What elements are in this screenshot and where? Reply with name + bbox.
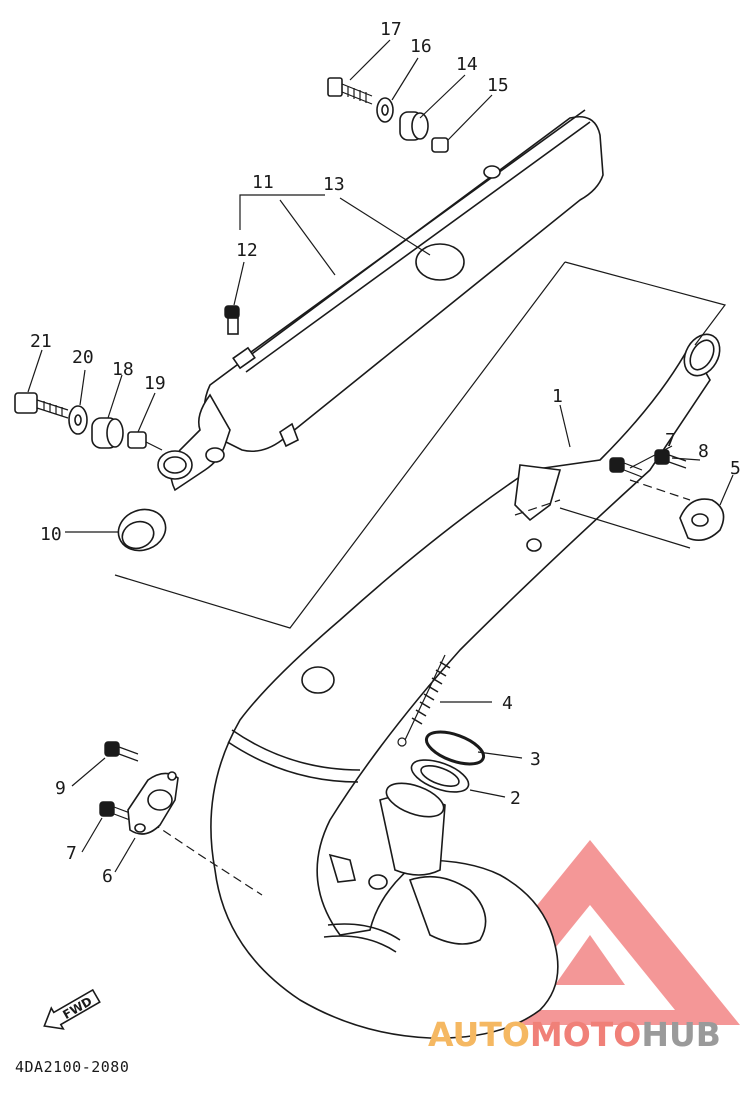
part-6-gasket (127, 771, 179, 835)
part-9-bolt (104, 741, 139, 762)
callout-4: 4 (502, 693, 513, 714)
callout-3: 3 (530, 749, 541, 770)
callout-13: 13 (323, 174, 345, 195)
callout-20: 20 (72, 347, 94, 368)
part-5-gasket (679, 498, 725, 541)
part-17-bolt (327, 77, 373, 105)
part-4-spring (397, 654, 451, 747)
part-7-bolt-left (99, 801, 131, 821)
watermark-auto: AUTO (428, 1015, 530, 1054)
callout-6: 6 (102, 866, 113, 887)
callout-2: 2 (510, 788, 521, 809)
part-2-gasket (410, 759, 470, 793)
watermark-wordmark: AUTOMOTOHUB (428, 1015, 721, 1054)
part-21-bolt (14, 392, 69, 419)
callout-7-left: 7 (66, 843, 77, 864)
watermark-hub: HUB (641, 1015, 721, 1054)
part-10-joint-ring (117, 508, 167, 552)
callout-9: 9 (55, 778, 66, 799)
part-16-washer (376, 97, 394, 123)
part-3-o-ring (424, 730, 486, 766)
part-19-collar (127, 431, 163, 451)
callout-17: 17 (380, 19, 402, 40)
callout-16: 16 (410, 36, 432, 57)
fwd-arrow: FWD (43, 988, 101, 1030)
callout-15: 15 (487, 75, 509, 96)
callout-8: 8 (698, 441, 709, 462)
callout-7-right: 7 (665, 430, 676, 451)
part-12-bolt (224, 305, 240, 335)
callout-19: 19 (144, 373, 166, 394)
silencer-assembly (157, 109, 604, 492)
callout-18: 18 (112, 359, 134, 380)
callout-labels: 1 2 3 4 5 6 7 7 8 9 10 11 12 13 14 15 16… (30, 19, 741, 887)
callout-21: 21 (30, 331, 52, 352)
callout-12: 12 (236, 240, 258, 261)
part-14-grommet (399, 111, 429, 141)
callout-11: 11 (252, 172, 274, 193)
reference-code: 4DA2100-2080 (15, 1058, 129, 1076)
callout-1: 1 (552, 386, 563, 407)
part-20-washer (68, 405, 88, 435)
assembly-boundary-lines (114, 261, 727, 896)
part-18-grommet (91, 417, 124, 449)
watermark-moto: MOTO (530, 1015, 641, 1054)
callout-5: 5 (730, 458, 741, 479)
part-15-collar (431, 137, 449, 153)
callout-10: 10 (40, 524, 62, 545)
exhaust-pipe (210, 333, 721, 1039)
svg-text:AUTOMOTOHUB: AUTOMOTOHUB (428, 1015, 721, 1054)
leader-lines (27, 39, 734, 873)
callout-14: 14 (456, 54, 478, 75)
